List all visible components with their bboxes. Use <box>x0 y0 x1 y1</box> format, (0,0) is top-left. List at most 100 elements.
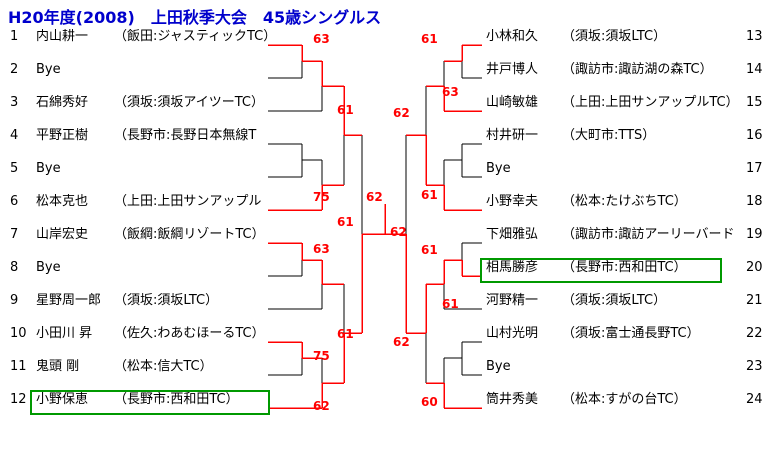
player-club: （諏訪市:諏訪アーリーバード <box>562 227 735 242</box>
player-entry-20: 相馬勝彦 （長野市:西和田TC） 20 <box>486 260 764 276</box>
draw-number: 11 <box>10 359 27 374</box>
player-club: （諏訪市:諏訪湖の森TC） <box>562 62 713 77</box>
draw-number: 1 <box>10 29 19 44</box>
player-name: Bye <box>36 161 61 176</box>
player-club: （松本:信大TC） <box>114 359 213 374</box>
player-name: 小野幸夫 <box>486 194 539 209</box>
player-club: （須坂:須坂LTC） <box>114 293 219 308</box>
player-entry-22: 山村光明（須坂:富士通長野TC）22 <box>486 326 764 342</box>
player-club: （松本:たけぶちTC） <box>562 194 687 209</box>
score-label: 61 <box>337 215 354 229</box>
player-club: （長野市:西和田TC） <box>562 260 687 275</box>
score-label: 61 <box>337 327 354 341</box>
draw-number: 10 <box>10 326 27 341</box>
score-label: 63 <box>313 242 330 256</box>
player-name: 村井研一 <box>486 128 539 143</box>
player-club: （大町市:TTS） <box>562 128 656 143</box>
draw-number: 22 <box>746 326 763 341</box>
score-label: 61 <box>421 243 438 257</box>
player-name: 小野保恵 <box>36 392 89 407</box>
player-entry-14: 井戸博人 （諏訪市:諏訪湖の森TC） 14 <box>486 62 764 78</box>
player-name: 小田川 昇 <box>36 326 93 341</box>
player-name: 河野精一 <box>486 293 539 308</box>
player-name: 松本克也 <box>36 194 89 209</box>
player-club: （上田:上田サンアップルTC） <box>562 95 739 110</box>
player-entry-13: 小林和久 （須坂:須坂LTC） 13 <box>486 29 764 45</box>
draw-number: 21 <box>746 293 763 308</box>
score-label: 60 <box>421 395 438 409</box>
player-name: 筒井秀美 <box>486 392 539 407</box>
draw-number: 6 <box>10 194 19 209</box>
player-club: （長野市:長野日本無線T <box>114 128 257 143</box>
player-club: （須坂:須坂LTC） <box>562 293 667 308</box>
draw-number: 14 <box>746 62 763 77</box>
player-name: 山崎敏雄 <box>486 95 539 110</box>
score-label: 61 <box>442 297 459 311</box>
draw-number: 20 <box>746 260 763 275</box>
player-entry-10: 10 小田川 昇 （佐久:わあむほーるTC） <box>10 326 268 342</box>
score-label: 62 <box>313 399 330 413</box>
player-entry-24: 筒井秀美 （松本:すがの台TC） 24 <box>486 392 764 408</box>
draw-number: 4 <box>10 128 19 143</box>
player-club: （松本:すがの台TC） <box>562 392 687 407</box>
draw-number: 19 <box>746 227 763 242</box>
player-name: 星野周一郎 <box>36 293 102 308</box>
player-entry-5: 5 Bye <box>10 161 268 177</box>
player-entry-2: 2 Bye <box>10 62 268 78</box>
player-name: 山岸宏史 <box>36 227 89 242</box>
draw-number: 8 <box>10 260 19 275</box>
player-name: 鬼頭 剛 <box>36 359 80 374</box>
highlight-box-ono <box>30 390 270 415</box>
score-label: 63 <box>442 85 459 99</box>
draw-number: 13 <box>746 29 763 44</box>
draw-number: 17 <box>746 161 763 176</box>
draw-number: 12 <box>10 392 27 407</box>
draw-number: 15 <box>746 95 763 110</box>
player-entry-12: 12 小野保恵 （長野市:西和田TC） <box>10 392 268 408</box>
draw-number: 2 <box>10 62 19 77</box>
player-entry-7: 7 山岸宏史 （飯綱:飯綱リゾートTC） <box>10 227 268 243</box>
score-label: 61 <box>421 32 438 46</box>
draw-number: 16 <box>746 128 763 143</box>
player-name: 小林和久 <box>486 29 539 44</box>
score-label: 62 <box>390 225 407 239</box>
player-club: （長野市:西和田TC） <box>114 392 239 407</box>
score-label: 63 <box>313 32 330 46</box>
player-entry-11: 11 鬼頭 剛 （松本:信大TC） <box>10 359 268 375</box>
player-entry-16: 村井研一 （大町市:TTS） 16 <box>486 128 764 144</box>
highlight-box-soma <box>480 258 722 283</box>
player-name: 井戸博人 <box>486 62 539 77</box>
player-entry-21: 河野精一 （須坂:須坂LTC） 21 <box>486 293 764 309</box>
player-name: Bye <box>486 161 511 176</box>
score-label: 61 <box>421 188 438 202</box>
player-entry-8: 8 Bye <box>10 260 268 276</box>
score-label: 61 <box>337 103 354 117</box>
player-club: （須坂:須坂アイツーTC） <box>114 95 264 110</box>
draw-number: 24 <box>746 392 763 407</box>
player-name: Bye <box>36 260 61 275</box>
player-name: 相馬勝彦 <box>486 260 539 275</box>
player-name: Bye <box>486 359 511 374</box>
player-club: （須坂:富士通長野TC） <box>562 326 700 341</box>
draw-number: 7 <box>10 227 19 242</box>
draw-number: 5 <box>10 161 19 176</box>
player-club: （佐久:わあむほーるTC） <box>114 326 265 341</box>
player-name: Bye <box>36 62 61 77</box>
player-name: 内山耕一 <box>36 29 89 44</box>
player-entry-19: 下畑雅弘 （諏訪市:諏訪アーリーバード 19 <box>486 227 764 243</box>
player-entry-15: 山崎敏雄 （上田:上田サンアップルTC） 15 <box>486 95 764 111</box>
draw-number: 3 <box>10 95 19 110</box>
tournament-title: H20年度(2008) 上田秋季大会 45歳シングルス <box>8 8 382 27</box>
player-entry-18: 小野幸夫（松本:たけぶちTC）18 <box>486 194 764 210</box>
player-club: （上田:上田サンアップル <box>114 194 262 209</box>
score-label: 62 <box>393 335 410 349</box>
player-name: 下畑雅弘 <box>486 227 539 242</box>
player-club: （飯綱:飯綱リゾートTC） <box>114 227 265 242</box>
player-club: （須坂:須坂LTC） <box>562 29 667 44</box>
score-label: 75 <box>313 190 330 204</box>
